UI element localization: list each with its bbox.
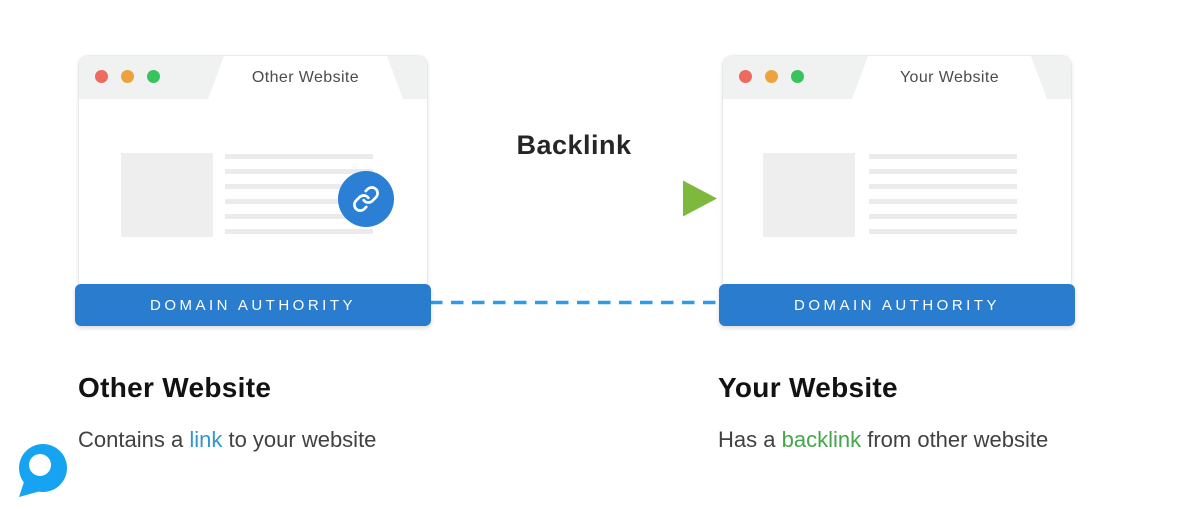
window-controls: [95, 70, 160, 83]
text-line: [869, 184, 1017, 189]
tab-label: Your Website: [899, 68, 1000, 86]
window-titlebar: Other Website: [79, 56, 427, 99]
window-titlebar: Your Website: [723, 56, 1071, 99]
text-line: [225, 169, 373, 174]
caption-your-website: Your Website Has a backlink from other w…: [718, 374, 1048, 453]
caption-text: Contains a link to your website: [78, 427, 376, 453]
link-highlight: link: [189, 427, 223, 452]
browser-tab-other-website: Other Website: [208, 56, 403, 99]
text-line: [869, 154, 1017, 159]
backlink-highlight: backlink: [781, 427, 862, 452]
image-placeholder: [121, 153, 213, 237]
image-placeholder: [763, 153, 855, 237]
close-dot-icon: [95, 70, 108, 83]
text-line: [869, 169, 1017, 174]
close-dot-icon: [739, 70, 752, 83]
browser-tab-your-website: Your Website: [852, 56, 1047, 99]
backlink-arrow: [427, 180, 717, 217]
page-content-mock: [723, 99, 1071, 286]
caption-text-after: from other website: [867, 427, 1049, 452]
window-controls: [739, 70, 804, 83]
caption-text-before: Has a: [718, 427, 776, 452]
domain-authority-connector: [430, 300, 720, 305]
chain-link-icon: [353, 186, 379, 212]
tab-label: Other Website: [251, 68, 360, 86]
maximize-dot-icon: [791, 70, 804, 83]
caption-text-before: Contains a: [78, 427, 184, 452]
caption-text: Has a backlink from other website: [718, 427, 1048, 453]
caption-title: Your Website: [718, 372, 898, 403]
text-placeholder-lines: [869, 154, 1017, 244]
caption-other-website: Other Website Contains a link to your we…: [78, 374, 376, 453]
text-line: [225, 184, 373, 189]
domain-authority-bar: DOMAIN AUTHORITY: [75, 284, 431, 326]
domain-authority-label: DOMAIN AUTHORITY: [793, 296, 1000, 314]
text-line: [225, 154, 373, 159]
caption-text-after: to your website: [228, 427, 377, 452]
other-website-window: Other Website DOMAIN AUTHORITY: [75, 56, 431, 326]
maximize-dot-icon: [147, 70, 160, 83]
text-line: [225, 229, 373, 234]
minimize-dot-icon: [121, 70, 134, 83]
your-website-window: Your Website DOMAIN AUTHORITY: [719, 56, 1075, 326]
text-line: [869, 199, 1017, 204]
link-badge: [338, 171, 394, 227]
arrowhead-icon: [683, 180, 717, 217]
caption-title: Other Website: [78, 372, 272, 403]
minimize-dot-icon: [765, 70, 778, 83]
text-line: [869, 214, 1017, 219]
text-line: [869, 229, 1017, 234]
page-content-mock: [79, 99, 427, 286]
speech-bubble-p-logo-icon: [19, 444, 67, 497]
text-placeholder-lines: [225, 154, 373, 244]
text-line: [225, 214, 373, 219]
domain-authority-bar: DOMAIN AUTHORITY: [719, 284, 1075, 326]
text-line: [225, 199, 373, 204]
backlink-arrow-label: Backlink: [516, 130, 632, 160]
domain-authority-label: DOMAIN AUTHORITY: [149, 296, 356, 314]
